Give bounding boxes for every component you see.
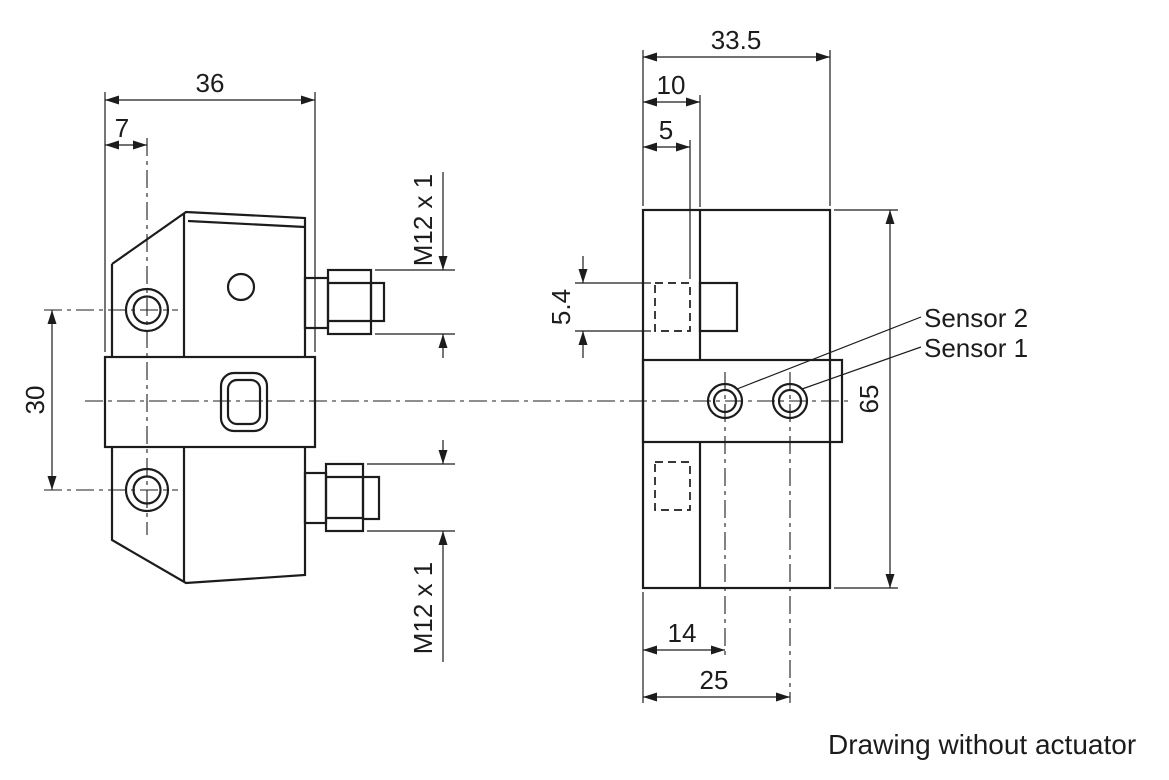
actuator-head-band <box>103 355 317 449</box>
arrowhead <box>643 645 657 655</box>
footnote: Drawing without actuator <box>828 729 1136 760</box>
arrowhead <box>105 140 119 150</box>
arrowhead <box>105 95 119 105</box>
arrowhead <box>578 331 588 345</box>
arrowhead <box>438 531 448 545</box>
actuator-slot-inner <box>226 378 262 426</box>
dim-thread-top-label: M12 x 1 <box>408 174 438 267</box>
actuator-slot-outer <box>219 371 269 433</box>
arrowhead <box>643 97 657 107</box>
arrowhead <box>816 52 830 62</box>
arrowhead <box>643 52 657 62</box>
arrowhead <box>47 310 57 324</box>
dim-left-width-label: 36 <box>196 68 225 98</box>
mounting-hole-top <box>124 287 170 333</box>
left-view-body-outline <box>110 210 307 585</box>
arrowhead <box>438 334 448 348</box>
dim-sensor1-offset-label: 25 <box>700 665 729 695</box>
dim-sensor2-offset-label: 14 <box>668 618 697 648</box>
arrowhead <box>776 692 790 702</box>
arrowhead <box>676 142 690 152</box>
front-detail-circle <box>226 272 256 302</box>
m12-connector-bottom <box>303 462 381 533</box>
left-view <box>103 210 386 585</box>
sensor1-leader-line <box>801 346 922 390</box>
arrowhead <box>438 450 448 464</box>
arrowhead <box>578 269 588 283</box>
arrowhead <box>686 97 700 107</box>
dimensions-right-view: 33.5 10 5 5.4 65 14 <box>546 25 898 703</box>
arrowhead <box>885 210 895 224</box>
sensor2-label: Sensor 2 <box>924 303 1028 333</box>
dim-slot-height-label: 5.4 <box>546 289 576 325</box>
arrowhead <box>643 692 657 702</box>
arrowhead <box>711 645 725 655</box>
arrowhead <box>47 476 57 490</box>
dim-hole-spacing-label: 30 <box>20 386 50 415</box>
sensor-2 <box>706 382 744 420</box>
arrowhead <box>885 574 895 588</box>
dim-hole-offset-label: 7 <box>115 113 129 143</box>
arrowhead <box>301 95 315 105</box>
hidden-slot-top <box>654 282 691 332</box>
arrowhead <box>438 256 448 270</box>
sensor2-leader-line <box>736 316 922 390</box>
m12-connector-top <box>303 268 386 336</box>
sensor-1 <box>771 382 809 420</box>
arrowhead <box>133 140 147 150</box>
dim-step-label: 10 <box>657 70 686 100</box>
dimensions-left-view: 36 7 30 M12 x 1 M12 x 1 <box>20 68 455 662</box>
dim-right-width-label: 33.5 <box>711 25 762 55</box>
hidden-slot-bottom <box>654 461 691 511</box>
dim-thread-bottom-label: M12 x 1 <box>408 562 438 655</box>
left-view-top-step-line <box>187 219 306 229</box>
mounting-hole-bottom <box>124 467 170 513</box>
dim-height-label: 65 <box>854 385 884 414</box>
right-view <box>641 208 844 590</box>
sensor1-label: Sensor 1 <box>924 333 1028 363</box>
centerlines <box>44 138 848 703</box>
notch-top <box>698 281 739 333</box>
sensor-callouts: Sensor 2 Sensor 1 <box>736 303 1028 390</box>
dim-slot-label: 5 <box>659 115 673 145</box>
sensor-band <box>641 358 844 444</box>
arrowhead <box>643 142 657 152</box>
